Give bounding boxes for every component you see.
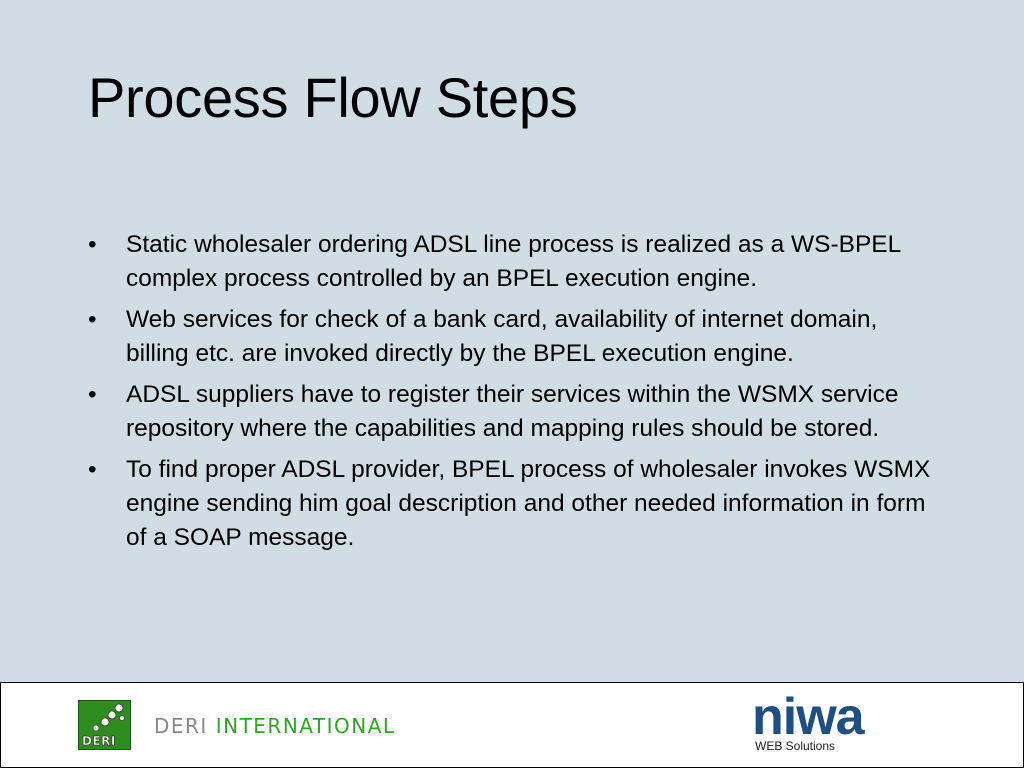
bullet-text: Web services for check of a bank card, a… <box>126 306 878 367</box>
bullet-marker: • <box>88 231 97 258</box>
bullet-item: • Web services for check of a bank card,… <box>84 303 944 371</box>
bullet-text: To find proper ADSL provider, BPEL proce… <box>126 456 931 551</box>
niwa-logo: niwa <box>752 688 865 746</box>
bullet-marker: • <box>88 456 97 483</box>
bullet-item: • ADSL suppliers have to register their … <box>84 378 944 446</box>
deri-logo: DERI <box>78 700 131 750</box>
footer-bar: DERI DERI INTERNATIONAL niwa WEB Solutio… <box>0 682 1024 768</box>
bullet-list: • Static wholesaler ordering ADSL line p… <box>84 228 944 562</box>
deri-logo-text: DERI <box>82 734 116 748</box>
bullet-text: ADSL suppliers have to register their se… <box>126 381 899 442</box>
bullet-item: • Static wholesaler ordering ADSL line p… <box>84 228 944 296</box>
bullet-item: • To find proper ADSL provider, BPEL pro… <box>84 453 944 555</box>
slide-title: Process Flow Steps <box>88 66 578 129</box>
international-wordmark-part: INTERNATIONAL <box>215 714 396 738</box>
bullet-marker: • <box>88 381 97 408</box>
bullet-marker: • <box>88 306 97 333</box>
niwa-tagline: WEB Solutions <box>755 739 836 753</box>
deri-dots-icon <box>92 703 125 732</box>
bullet-text: Static wholesaler ordering ADSL line pro… <box>126 231 901 292</box>
deri-wordmark-part: DERI <box>154 714 208 738</box>
deri-international-wordmark: DERI INTERNATIONAL <box>154 714 396 738</box>
